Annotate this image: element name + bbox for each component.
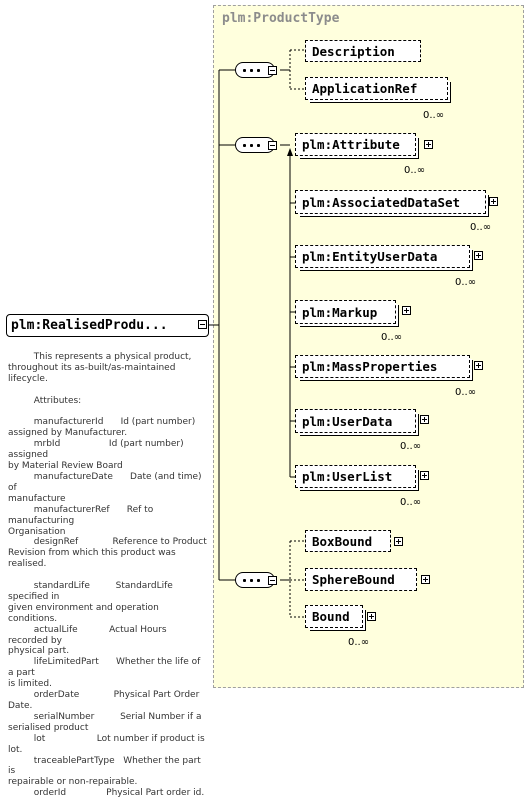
element-label: Description: [312, 43, 395, 59]
element-label: plm:EntityUserData: [302, 249, 438, 264]
element-label: BoxBound: [312, 533, 373, 549]
type-title: plm:ProductType: [222, 11, 340, 26]
cardinality-label: 0..∞: [400, 497, 422, 508]
sequence-compositor-2: [235, 137, 275, 153]
expand-icon[interactable]: [421, 575, 430, 584]
cardinality-label: 0..∞: [455, 277, 477, 288]
element-label: ApplicationRef: [312, 81, 418, 96]
element-associated-data-set[interactable]: plm:AssociatedDataSet: [295, 190, 486, 214]
element-entity-user-data[interactable]: plm:EntityUserData: [295, 245, 470, 268]
element-attribute[interactable]: plm:Attribute: [295, 133, 416, 156]
element-label: plm:UserList: [302, 469, 393, 484]
collapse-icon[interactable]: [268, 66, 277, 75]
element-bound[interactable]: Bound: [305, 605, 363, 628]
element-label: Bound: [312, 609, 350, 624]
expand-icon[interactable]: [474, 251, 483, 260]
collapse-icon[interactable]: [268, 576, 277, 585]
collapse-icon[interactable]: [198, 320, 207, 329]
realised-product-label: plm:RealisedProdu...: [11, 318, 168, 333]
element-label: plm:MassProperties: [302, 359, 438, 374]
element-label: plm:Attribute: [302, 137, 400, 152]
cardinality-label: 0..∞: [348, 637, 370, 648]
documentation-text: This represents a physical product, thro…: [8, 352, 207, 799]
expand-icon[interactable]: [424, 140, 433, 149]
expand-icon[interactable]: [489, 197, 498, 206]
element-user-list[interactable]: plm:UserList: [295, 465, 416, 488]
element-label: SphereBound: [312, 572, 395, 587]
expand-icon[interactable]: [394, 537, 403, 546]
element-mass-properties[interactable]: plm:MassProperties: [295, 355, 470, 378]
cardinality-label: 0..∞: [404, 165, 426, 176]
collapse-icon[interactable]: [268, 141, 277, 150]
connector-lines: [209, 49, 305, 618]
expand-icon[interactable]: [367, 612, 376, 621]
expand-icon[interactable]: [402, 306, 411, 315]
element-description[interactable]: Description: [305, 40, 421, 62]
cardinality-label: 0..∞: [381, 332, 403, 343]
expand-icon[interactable]: [420, 415, 429, 424]
expand-icon[interactable]: [420, 471, 429, 480]
element-application-ref[interactable]: ApplicationRef: [305, 77, 448, 100]
element-label: plm:AssociatedDataSet: [302, 194, 461, 210]
element-markup[interactable]: plm:Markup: [295, 300, 396, 324]
realised-product-element[interactable]: plm:RealisedProdu...: [6, 314, 209, 337]
expand-icon[interactable]: [474, 361, 483, 370]
cardinality-label: 0..∞: [400, 441, 422, 452]
element-box-bound[interactable]: BoxBound: [305, 530, 391, 552]
element-label: plm:Markup: [302, 304, 378, 320]
cardinality-label: 0..∞: [455, 387, 477, 398]
element-user-data[interactable]: plm:UserData: [295, 409, 416, 433]
element-label: plm:UserData: [302, 413, 393, 429]
cardinality-label: 0..∞: [470, 222, 492, 233]
cardinality-label: 0..∞: [423, 110, 445, 121]
element-sphere-bound[interactable]: SphereBound: [305, 568, 417, 591]
